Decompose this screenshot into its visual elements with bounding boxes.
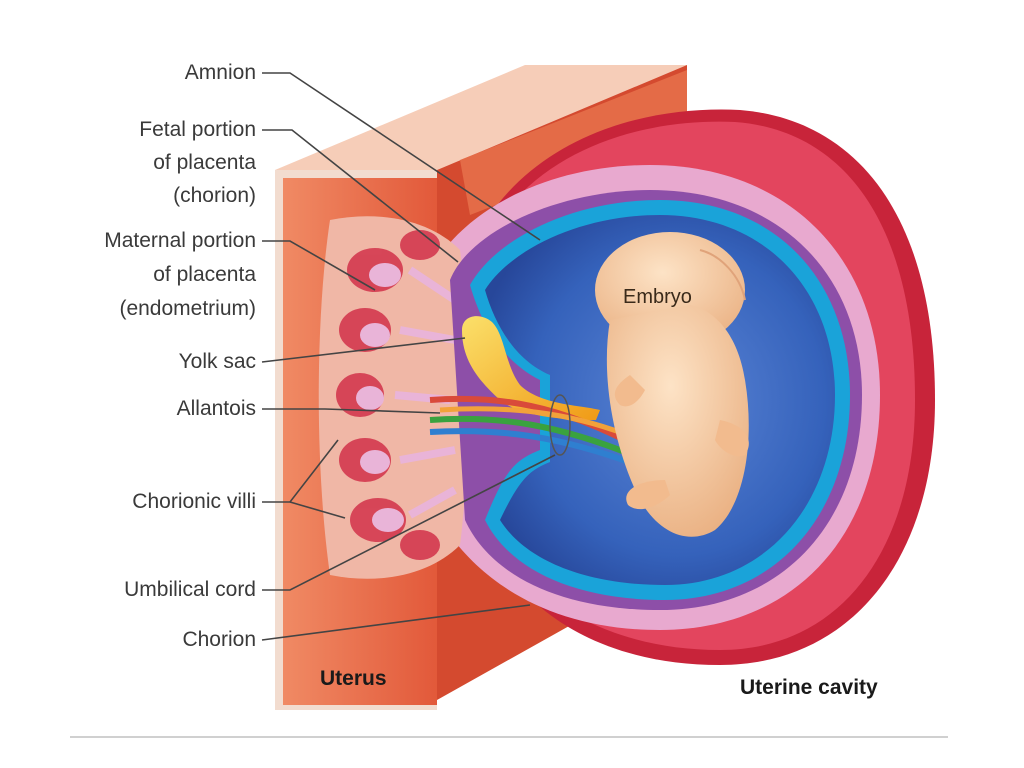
label-fetal-portion-line2: of placenta — [153, 151, 256, 174]
label-chorionic-villi: Chorionic villi — [132, 490, 256, 513]
label-uterine-cavity: Uterine cavity — [740, 676, 878, 699]
label-yolk-sac: Yolk sac — [178, 350, 256, 373]
bottom-divider — [70, 736, 948, 738]
label-uterus: Uterus — [320, 667, 387, 690]
label-chorion: Chorion — [182, 628, 256, 651]
label-maternal-portion-line2: of placenta — [153, 263, 256, 286]
leader-lines — [261, 72, 556, 641]
yolk-sac — [462, 316, 600, 420]
label-amnion: Amnion — [184, 61, 256, 84]
umbilical-cord — [429, 394, 642, 469]
label-allantois: Allantois — [176, 397, 256, 420]
label-fetal-portion-line1: Fetal portion — [139, 118, 256, 141]
label-fetal-portion-line3: (chorion) — [173, 184, 256, 207]
label-maternal-portion-line3: (endometrium) — [119, 297, 256, 320]
placenta-villi — [318, 216, 468, 579]
label-maternal-portion-line1: Maternal portion — [104, 229, 256, 252]
label-umbilical-cord: Umbilical cord — [124, 578, 256, 601]
embryo — [595, 232, 749, 537]
label-embryo: Embryo — [623, 286, 692, 308]
